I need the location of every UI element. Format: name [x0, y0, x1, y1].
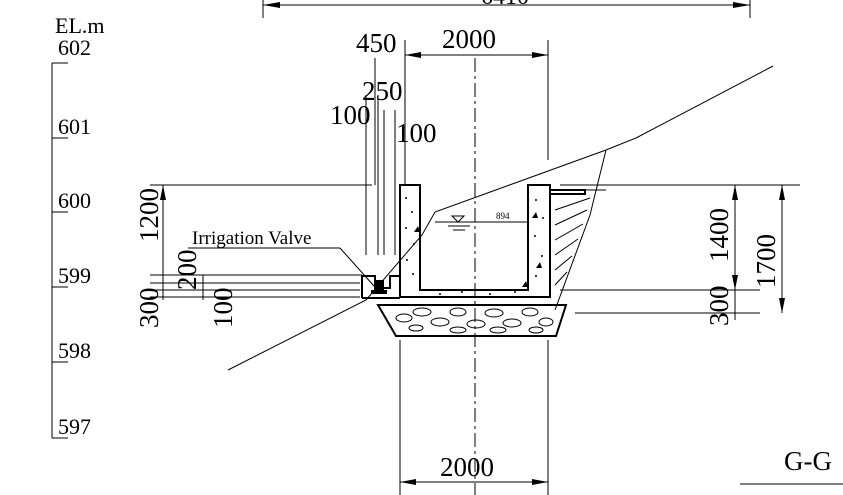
valve-box: [361, 275, 400, 299]
right-dimensions: 1400 1700 300: [560, 184, 800, 327]
elevation-600: 600: [58, 188, 91, 213]
gravel-bedding: [376, 304, 568, 337]
elevation-598: 598: [58, 338, 91, 363]
dim-2000-top: 2000: [442, 24, 496, 54]
top-overall-dimension: 6410: [262, 0, 751, 18]
dim-100-bottom: 100: [208, 288, 238, 329]
elevation-599: 599: [58, 263, 91, 288]
dim-1200: 1200: [134, 188, 164, 242]
dim-100-right: 100: [396, 118, 437, 148]
irrigation-valve-callout: Irrigation Valve: [188, 228, 375, 287]
section-title: G-G: [740, 446, 843, 485]
valve-icon: [374, 280, 384, 292]
elevation-unit-label: EL.m: [55, 13, 105, 38]
elevation-602: 602: [58, 35, 91, 60]
dim-250: 250: [362, 76, 403, 106]
overall-width-label: 6410: [481, 0, 529, 10]
irrigation-valve-label: Irrigation Valve: [192, 228, 311, 249]
top-dimensions: 450 2000 250 100 100: [330, 24, 549, 255]
dim-1400: 1400: [704, 208, 734, 262]
left-dimensions: 1200 300 200 100: [134, 184, 372, 329]
dim-300-left: 300: [134, 288, 164, 329]
concrete-texture: [405, 197, 544, 295]
section-label: G-G: [784, 446, 832, 476]
dim-450: 450: [356, 28, 397, 58]
dim-2000-bottom: 2000: [440, 452, 494, 482]
elevation-597: 597: [58, 414, 91, 439]
dim-300-right: 300: [704, 286, 734, 327]
ground-line: [227, 65, 774, 371]
water-level: 894: [435, 211, 528, 231]
backfill-hatch: [554, 149, 607, 311]
water-level-value: 894: [496, 211, 510, 221]
dim-100-left: 100: [330, 100, 371, 130]
elevation-scale: EL.m 602 601 600 599 598 597: [51, 13, 105, 439]
dim-1700: 1700: [751, 234, 781, 288]
bottom-dimension: 2000: [399, 340, 549, 495]
elevation-601: 601: [58, 114, 91, 139]
dim-200: 200: [172, 250, 202, 291]
